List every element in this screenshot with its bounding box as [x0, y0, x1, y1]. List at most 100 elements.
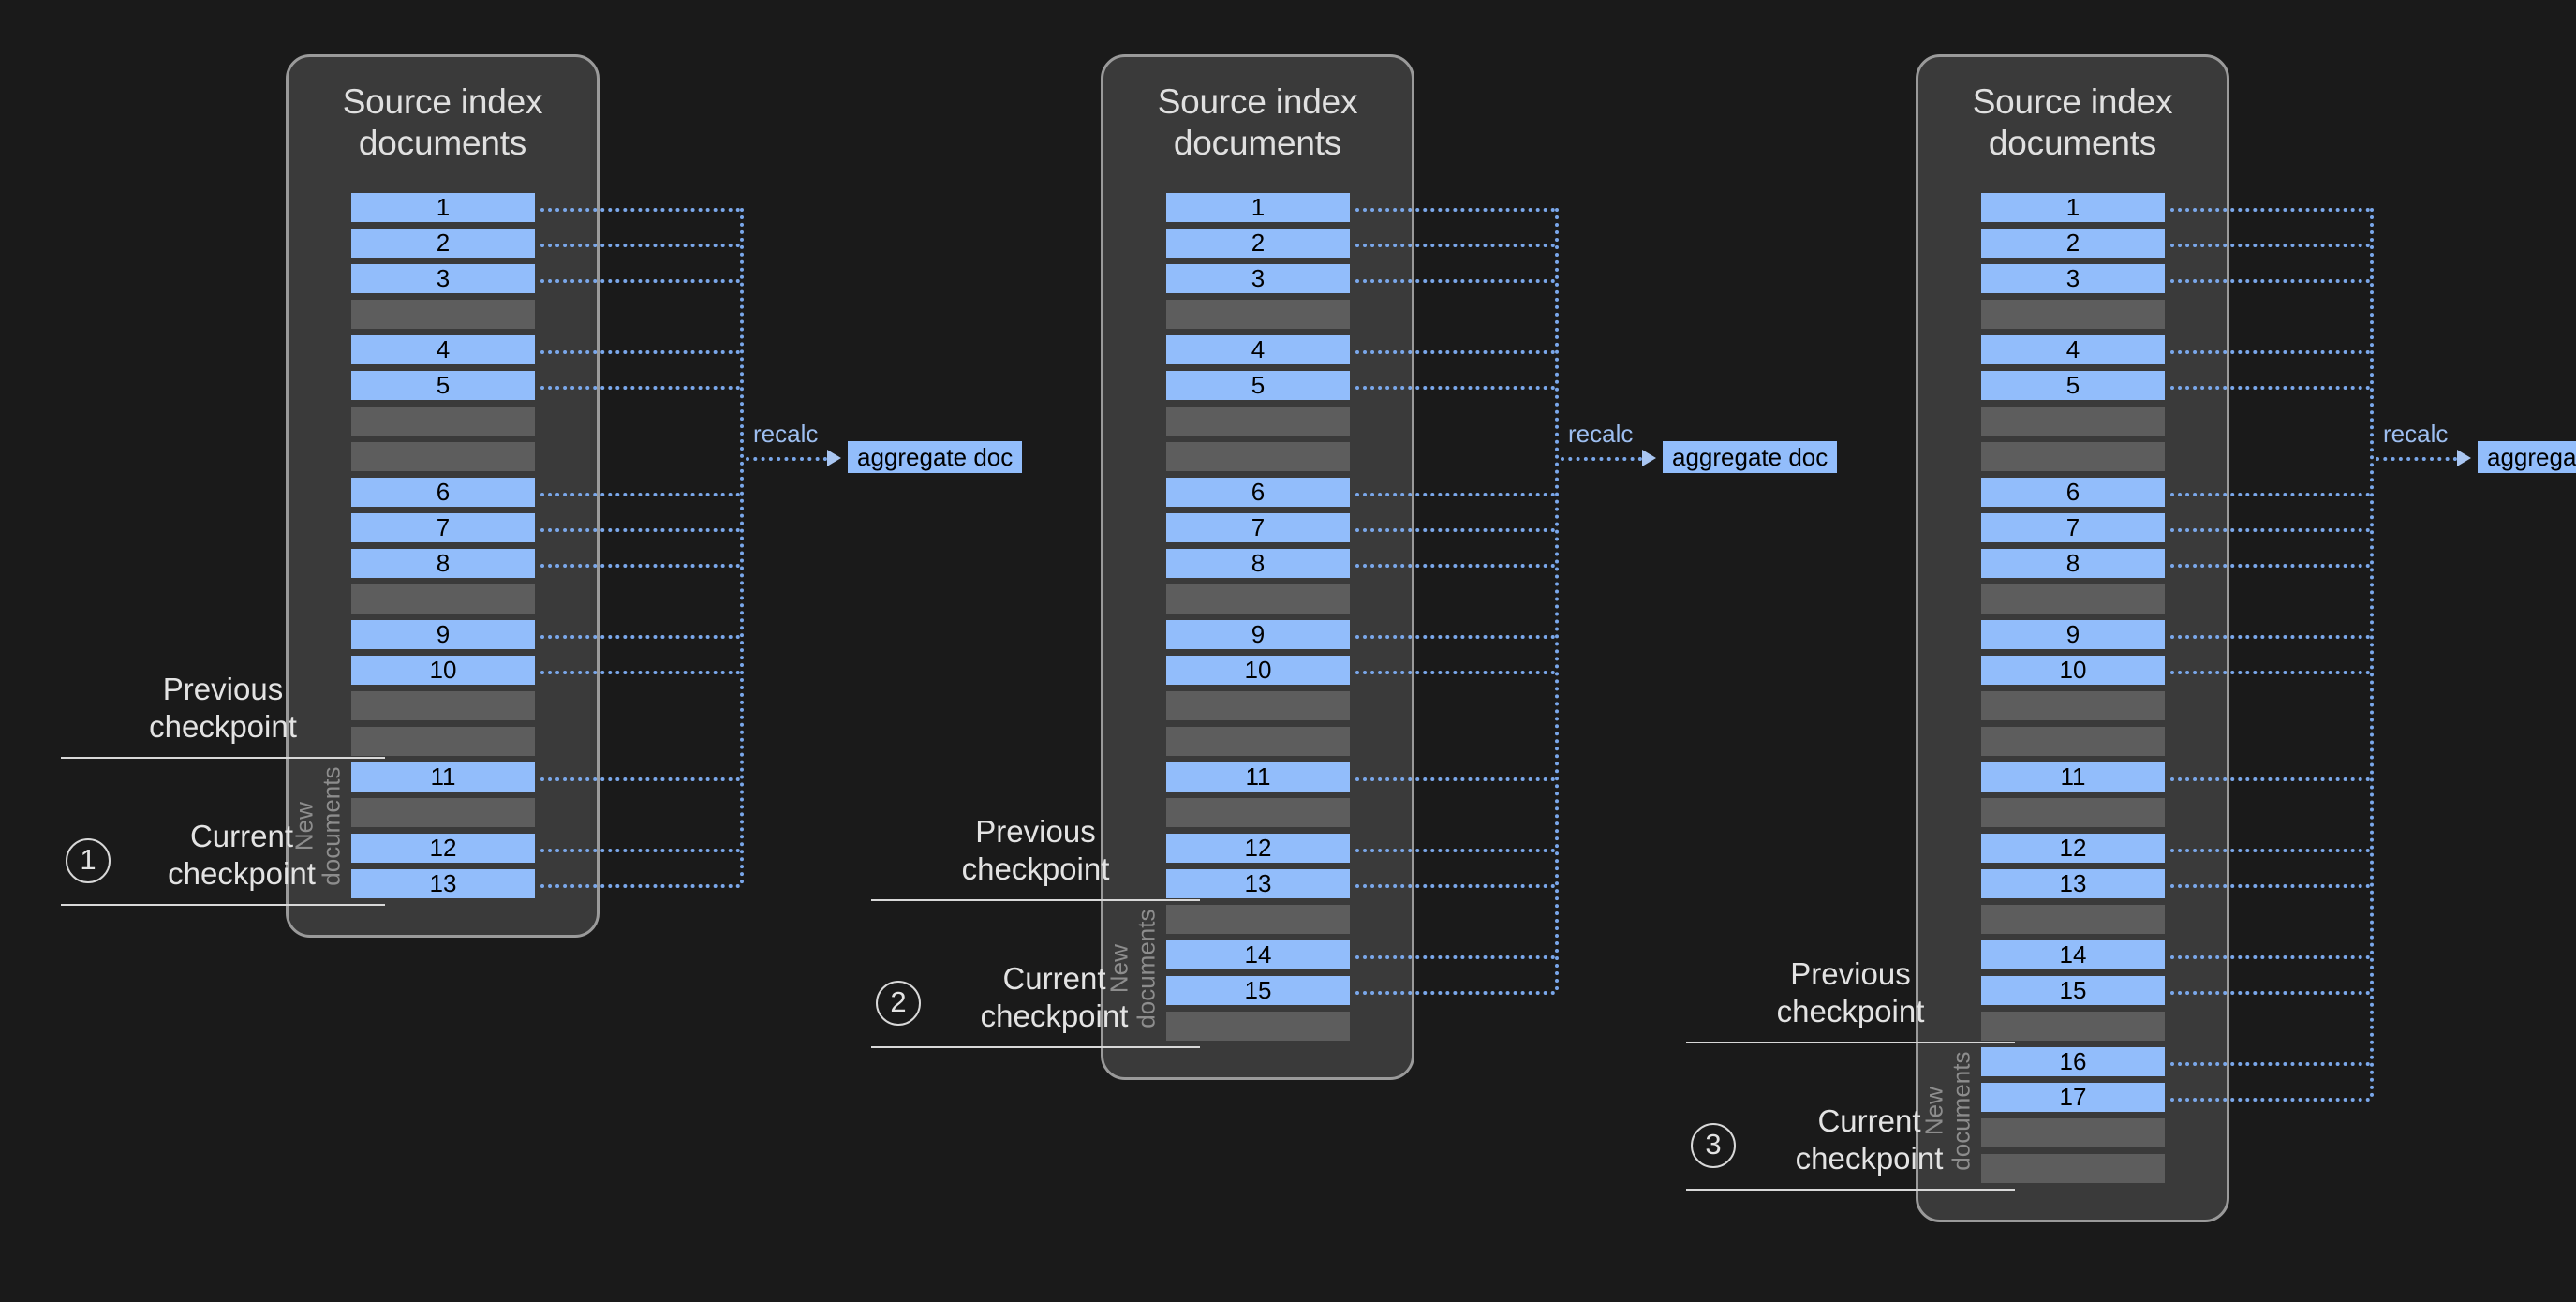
previous-checkpoint-label: Previous checkpoint	[1776, 956, 1925, 1028]
document-row: 15	[1166, 976, 1350, 1005]
connector-line	[2170, 990, 2370, 995]
empty-row-slot	[1166, 691, 1350, 720]
recalc-arrow-line	[1561, 457, 1642, 461]
recalc-arrow-head	[827, 450, 841, 466]
document-row: 8	[1981, 549, 2165, 578]
connector-line	[2170, 777, 2370, 781]
connector-line	[1355, 670, 1555, 674]
connector-line	[540, 527, 740, 532]
document-row: 6	[351, 478, 535, 507]
connector-line	[2170, 278, 2370, 283]
current-checkpoint-rule	[61, 904, 385, 906]
empty-row-slot	[1981, 300, 2165, 329]
document-row: 6	[1166, 478, 1350, 507]
recalc-label: recalc	[1568, 420, 1634, 448]
document-row: 11	[1166, 762, 1350, 792]
document-row: 5	[351, 371, 535, 400]
recalc-arrow-head	[2457, 450, 2471, 466]
connector-line	[1355, 492, 1555, 496]
empty-row-slot	[1166, 442, 1350, 471]
connector-line	[1355, 954, 1555, 959]
document-row: 17	[1981, 1083, 2165, 1112]
connector-line	[1355, 527, 1555, 532]
connector-line	[540, 848, 740, 852]
previous-checkpoint-rule	[871, 899, 1200, 901]
connector-line	[1355, 243, 1555, 247]
connector-line	[2170, 527, 2370, 532]
document-row: 3	[351, 264, 535, 293]
document-row: 2	[351, 229, 535, 258]
connector-line	[2170, 207, 2370, 212]
connector-line	[540, 670, 740, 674]
empty-row-slot	[1166, 584, 1350, 614]
connector-line	[2170, 349, 2370, 354]
current-checkpoint-rule	[871, 1046, 1200, 1048]
empty-row-slot	[351, 798, 535, 827]
document-row: 1	[1981, 193, 2165, 222]
document-row: 11	[351, 762, 535, 792]
empty-row-slot	[351, 584, 535, 614]
connector-line	[540, 883, 740, 888]
connector-line	[540, 385, 740, 390]
document-row: 2	[1166, 229, 1350, 258]
recalc-arrow-line	[2376, 457, 2457, 461]
document-row: 7	[1981, 513, 2165, 542]
document-row: 4	[1981, 335, 2165, 364]
document-row: 9	[1166, 620, 1350, 649]
document-row: 13	[1166, 869, 1350, 898]
panel-title: Source index documents	[1157, 82, 1358, 162]
empty-row-slot	[351, 407, 535, 436]
connector-bus	[2370, 207, 2374, 1098]
connector-line	[2170, 243, 2370, 247]
empty-row-slot	[1166, 905, 1350, 934]
empty-row-slot	[1981, 1118, 2165, 1147]
recalc-arrow-line	[746, 457, 827, 461]
connector-line	[540, 349, 740, 354]
previous-checkpoint-rule	[61, 757, 385, 759]
panel-title: Source index documents	[342, 82, 543, 162]
current-checkpoint-label: Current checkpoint	[1795, 1103, 1944, 1176]
empty-row-slot	[1981, 407, 2165, 436]
connector-line	[2170, 670, 2370, 674]
connector-line	[540, 243, 740, 247]
document-row: 11	[1981, 762, 2165, 792]
connector-line	[1355, 349, 1555, 354]
document-row: 10	[1981, 656, 2165, 685]
empty-row-slot	[1981, 442, 2165, 471]
empty-row-slot	[1981, 1154, 2165, 1183]
empty-row-slot	[351, 691, 535, 720]
connector-line	[2170, 848, 2370, 852]
previous-checkpoint-rule	[1686, 1042, 2015, 1043]
document-row: 10	[1166, 656, 1350, 685]
aggregate-doc-box: aggregate doc	[848, 441, 1023, 473]
step-number-badge-3: 3	[1691, 1123, 1736, 1168]
document-row: 12	[1166, 834, 1350, 863]
document-row: 13	[351, 869, 535, 898]
document-row: 15	[1981, 976, 2165, 1005]
connector-line	[540, 563, 740, 568]
document-row: 8	[351, 549, 535, 578]
current-checkpoint-label: Current checkpoint	[980, 961, 1129, 1033]
document-row: 3	[1166, 264, 1350, 293]
connector-line	[2170, 634, 2370, 639]
current-checkpoint-rule	[1686, 1189, 2015, 1191]
document-row: 1	[351, 193, 535, 222]
connector-line	[1355, 883, 1555, 888]
document-row: 5	[1166, 371, 1350, 400]
connector-bus	[740, 207, 744, 884]
document-row: 14	[1981, 940, 2165, 969]
document-row: 4	[1166, 335, 1350, 364]
document-row: 14	[1166, 940, 1350, 969]
document-row: 6	[1981, 478, 2165, 507]
connector-line	[2170, 1061, 2370, 1066]
connector-bus	[1555, 207, 1559, 991]
empty-row-slot	[1166, 1012, 1350, 1041]
empty-row-slot	[1981, 1012, 2165, 1041]
empty-row-slot	[1981, 905, 2165, 934]
empty-row-slot	[1166, 300, 1350, 329]
document-row: 12	[1981, 834, 2165, 863]
previous-checkpoint-label: Previous checkpoint	[961, 814, 1110, 886]
document-row: 7	[351, 513, 535, 542]
document-row: 12	[351, 834, 535, 863]
empty-row-slot	[351, 727, 535, 756]
